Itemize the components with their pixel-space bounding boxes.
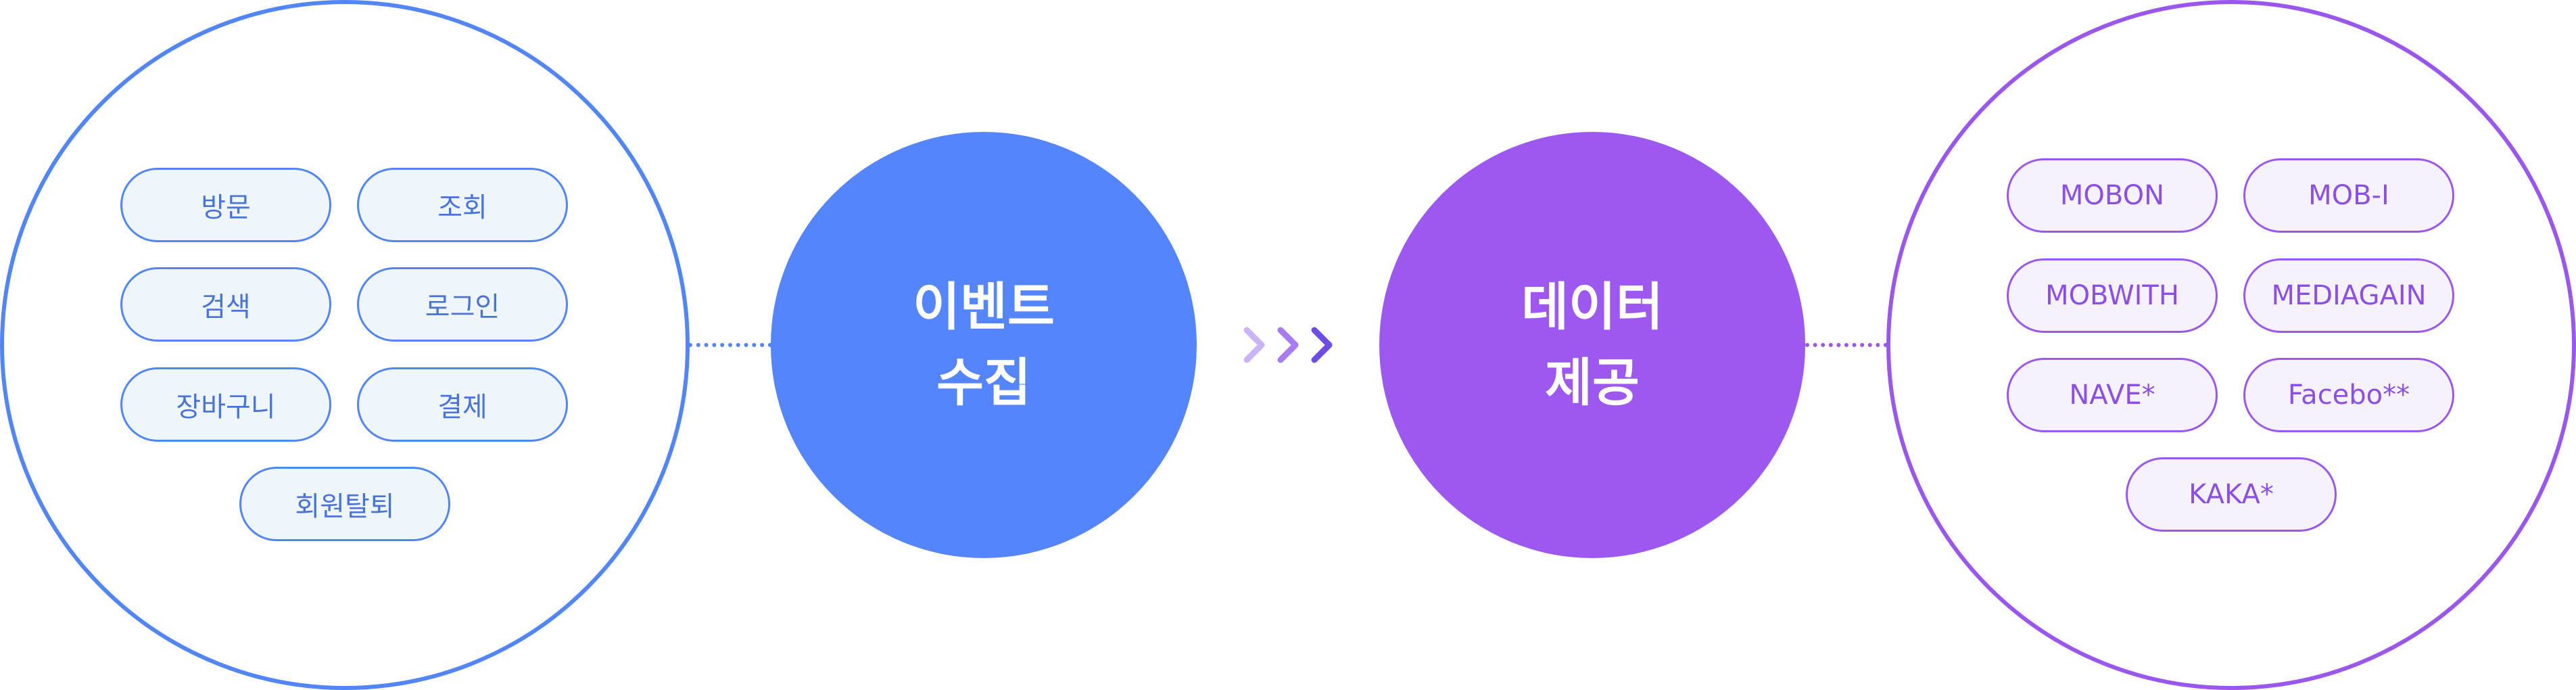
event-pill-withdrawal: 회원탈퇴 <box>239 467 450 541</box>
partners-circle <box>1886 0 2576 690</box>
event-pill-cart: 장바구니 <box>120 367 331 442</box>
partner-pill-mob-i: MOB-I <box>2243 158 2454 233</box>
partner-pill-mobwith: MOBWITH <box>2007 258 2218 333</box>
chevron-right-icon <box>1277 327 1299 363</box>
event-pill-login: 로그인 <box>357 267 568 342</box>
partner-pill-mediagain: MEDIAGAIN <box>2243 258 2454 333</box>
data-provision-circle: 데이터 제공 <box>1379 132 1805 558</box>
connector-dots-right <box>1805 343 1888 347</box>
event-pill-view: 조회 <box>357 168 568 242</box>
events-circle <box>0 0 690 690</box>
partner-pill-naver: NAVE* <box>2007 358 2218 432</box>
chevron-right-icon <box>1243 327 1265 363</box>
partner-pill-mobon: MOBON <box>2007 158 2218 233</box>
partner-pill-kakao: KAKA* <box>2126 457 2337 532</box>
partner-pill-facebook: Facebo** <box>2243 358 2454 432</box>
data-provision-label-line1: 데이터 <box>1521 277 1663 337</box>
event-pill-visit: 방문 <box>120 168 331 242</box>
chevron-right-icon <box>1311 327 1333 363</box>
event-pill-payment: 결제 <box>357 367 568 442</box>
data-provision-label-line2: 제공 <box>1545 352 1640 413</box>
event-pill-search: 검색 <box>120 267 331 342</box>
flow-arrows <box>1243 327 1333 363</box>
connector-dots-left <box>688 343 772 347</box>
event-collection-label-line1: 이벤트 <box>913 277 1055 337</box>
event-collection-label-line2: 수집 <box>936 352 1031 413</box>
event-collection-circle: 이벤트 수집 <box>771 132 1197 558</box>
